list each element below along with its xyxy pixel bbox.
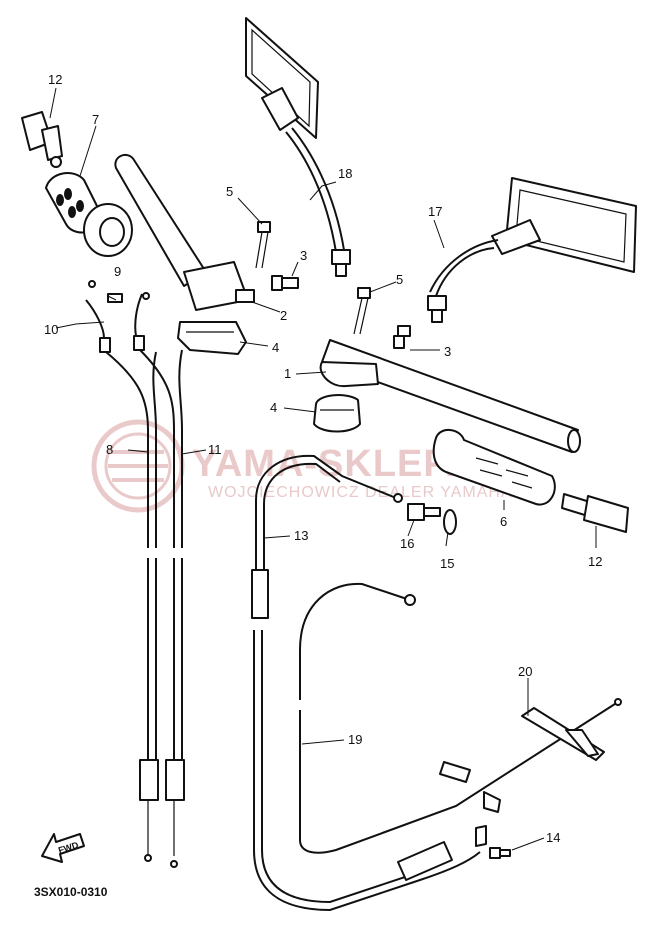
screw-14 [489,847,511,859]
callout-3-right: 3 [444,344,451,359]
callout-4-left: 4 [272,340,279,355]
choke-cable [299,582,622,854]
grip-end-left [21,111,63,168]
callout-14: 14 [546,830,560,845]
callout-12-right: 12 [588,554,602,569]
mirror-right [427,177,637,323]
callout-20: 20 [518,664,532,679]
callout-18: 18 [338,166,352,181]
clutch-cable [251,454,481,912]
bolt-5-left [255,221,271,269]
diagram-code: 3SX010-0310 [34,885,108,899]
handlebar-left-tube [114,153,255,311]
leader-lines [49,87,597,851]
callout-13: 13 [294,528,308,543]
callout-15: 15 [440,556,454,571]
callout-4-right: 4 [270,400,277,415]
callout-8: 8 [106,442,113,457]
bolt-3-right [393,325,411,349]
handlebar-right-tube [319,339,581,453]
watermark-subtitle: WOJCIECHOWICZ DEALER YAMAHA [208,484,513,501]
callout-12-left: 12 [48,72,62,87]
bolt-5-right [353,287,371,335]
callout-17: 17 [428,204,442,219]
throttle-grip [45,172,133,257]
grip-end-right [561,493,629,533]
callout-19: 19 [348,732,362,747]
locknut-15 [443,509,457,535]
bolt-3-left [271,275,299,291]
handlebar-cap-left [177,321,247,355]
adjuster-16 [407,503,441,521]
callout-2: 2 [280,308,287,323]
mirror-left [245,17,351,277]
callout-6: 6 [500,514,507,529]
throttle-cables [85,280,185,868]
forward-arrow-icon: FWD [41,833,85,863]
callout-7: 7 [92,112,99,127]
callout-10: 10 [44,322,58,337]
callout-3-left: 3 [300,248,307,263]
cable-band [521,707,605,761]
part-callouts: 12 7 5 3 2 4 18 17 5 3 1 4 9 10 8 11 13 … [44,72,602,845]
handlebar-cap-right [313,394,361,433]
callout-5-left: 5 [226,184,233,199]
callout-16: 16 [400,536,414,551]
grip-right [432,429,556,506]
callout-5-right: 5 [396,272,403,287]
callout-9: 9 [114,264,121,279]
callout-1: 1 [284,366,291,381]
callout-11: 11 [208,442,222,457]
